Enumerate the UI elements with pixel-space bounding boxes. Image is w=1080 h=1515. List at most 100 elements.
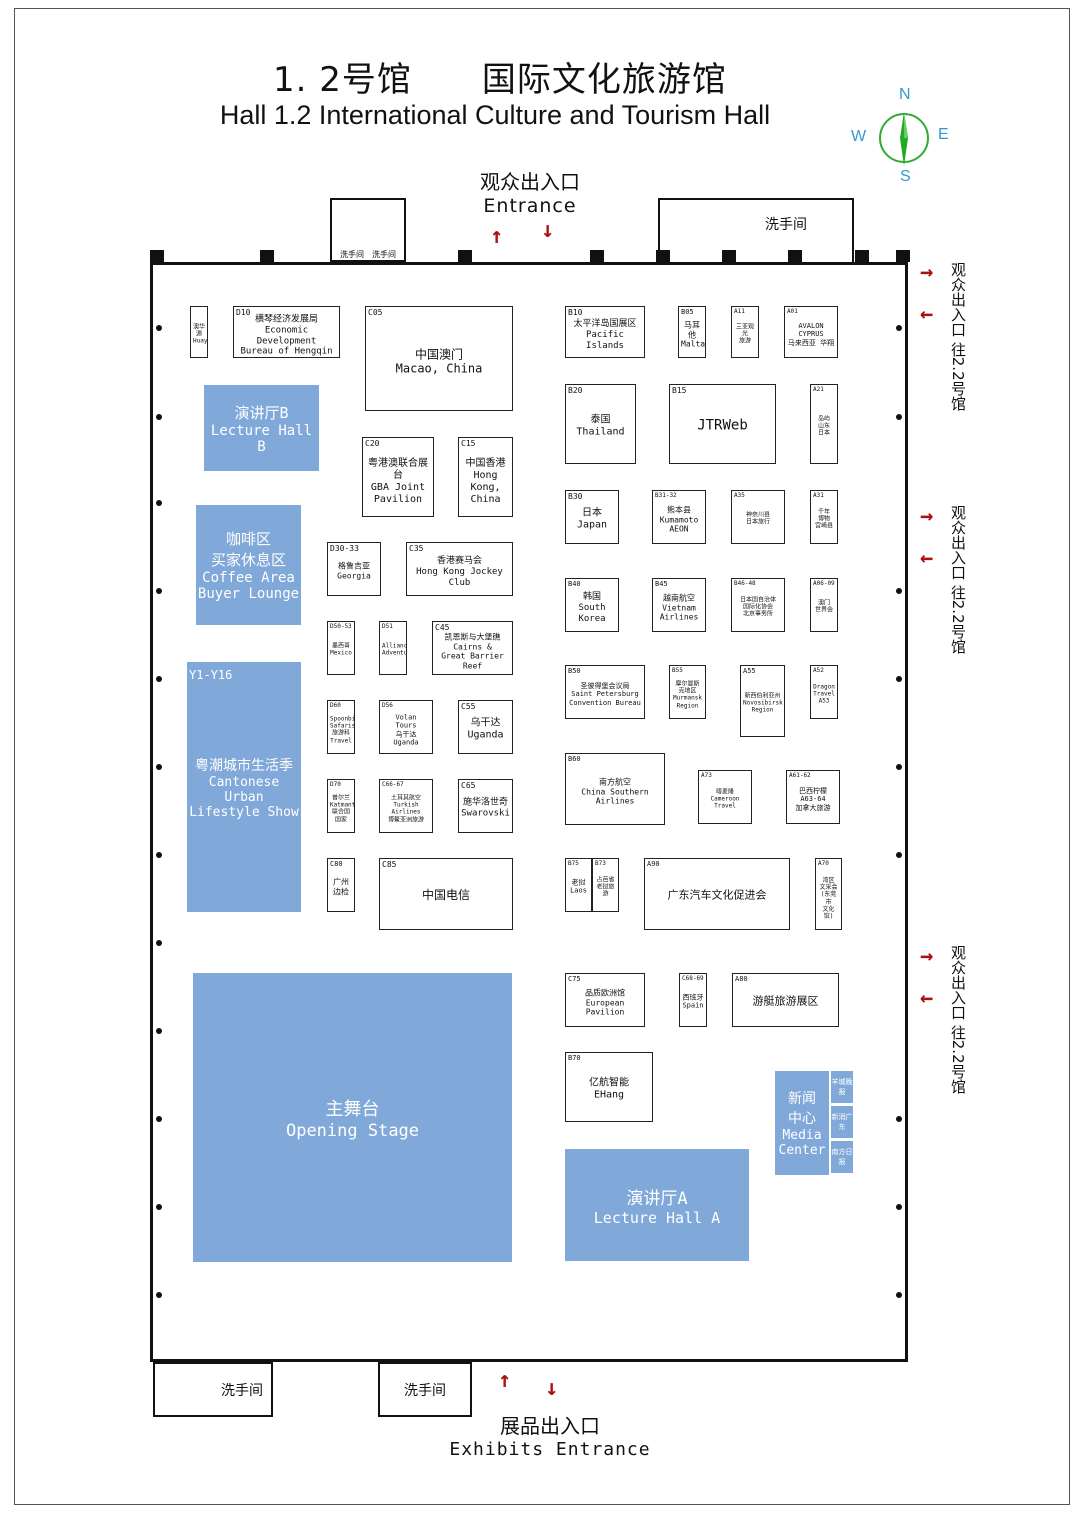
booth-name: 亿航智能 EHang — [589, 1077, 629, 1101]
restroom-bottom-left: 洗手间 — [153, 1362, 273, 1417]
lecture-hall-b[interactable]: 演讲厅B Lecture Hall B — [204, 385, 319, 471]
booth-name: 凯恩斯与大堡礁 Cairns & Great Barrier Reef — [441, 632, 504, 671]
booth-code: A90 — [647, 860, 660, 868]
column-dot — [896, 1204, 902, 1210]
media-center-zh: 新闻 中心 — [788, 1091, 816, 1127]
booth-code: A70 — [818, 860, 829, 867]
booth-b60[interactable]: B60 南方航空 China Southern Airlines — [565, 753, 665, 825]
booth-name: 游艇旅游展区 — [752, 994, 819, 1008]
booth-name: 三亚观光 旅游 — [735, 323, 754, 345]
booth-name: 品质欧洲馆 European Pavilion — [585, 988, 625, 1017]
column-dot — [896, 325, 902, 331]
media-center[interactable]: 新闻 中心 Media Center — [775, 1071, 829, 1175]
page-title-zh: 1. 2号馆 国际文化旅游馆 — [273, 60, 727, 100]
coffee-area[interactable]: 咖啡区 买家休息区 Coffee Area Buyer Lounge — [196, 505, 301, 625]
booth-code: A31 — [813, 492, 824, 499]
side-entrance-label-2[interactable]: 观众出入口 往2.2号馆 — [949, 505, 967, 654]
booth-name: 马耳他 Malta — [681, 320, 706, 349]
booth-name: 千年 博物 宫崎县 — [814, 508, 833, 530]
booth-code: D60 — [330, 702, 341, 709]
pillar — [855, 250, 869, 262]
lecture-hall-a-zh: 演讲厅A — [626, 1188, 688, 1209]
booth-a31[interactable]: A31 千年 博物 宫崎县 — [810, 490, 838, 544]
booth-code: C75 — [568, 975, 581, 983]
booth-d00[interactable]: 澳华源 Huayuan — [190, 306, 208, 358]
bottom-entrance-label[interactable]: 展品出入口 Exhibits Entrance — [440, 1410, 660, 1460]
cantonese-urban-lifestyle[interactable]: Y1-Y16 粤潮城市生活季 Cantonese Urban Lifestyle… — [187, 662, 301, 912]
booth-name: 南方航空 China Southern Airlines — [581, 777, 649, 806]
restroom-top-left-label-a: 洗手间 — [340, 250, 364, 259]
booth-name: 土耳其航空 Turkish Airlines 博鳌亚洲旅游 — [387, 794, 424, 824]
booth-code: C68-69 — [682, 975, 704, 982]
opening-stage[interactable]: 主舞台 Opening Stage — [193, 973, 512, 1262]
booth-d51[interactable]: D51Alliance Adventures — [379, 621, 407, 675]
booth-code: B60 — [568, 755, 581, 763]
column-dot — [156, 500, 162, 506]
pillar — [656, 250, 670, 262]
lecture-hall-a[interactable]: 演讲厅A Lecture Hall A — [565, 1149, 749, 1261]
booth-code: B15 — [672, 386, 687, 395]
booth-d60[interactable]: D60Spoonbill Safaris 旅游科 Travel — [327, 700, 355, 754]
booth-code: C20 — [365, 439, 380, 448]
top-entrance-label[interactable]: 观众出入口 Entrance — [440, 166, 620, 217]
booth-c75[interactable]: C75 品质欧洲馆 European Pavilion — [565, 973, 645, 1027]
side-entrance-label-1[interactable]: 观众出入口 往2.2号馆 — [949, 262, 967, 411]
booth-code: B75 — [568, 860, 579, 867]
booth-name: Volan Tours 乌干达 Uganda — [393, 713, 419, 747]
arrow-up-icon: ↑ — [498, 1368, 512, 1393]
booth-c65[interactable]: C65 施华洛世奇 Swarovski — [458, 779, 513, 833]
booth-name: 施华洛世奇 Swarovski — [461, 797, 510, 819]
media-side-1[interactable]: 羊城晚报 — [831, 1071, 853, 1103]
booth-name: 岛屿 山东 日本 — [817, 415, 830, 437]
media-side-3[interactable]: 南方日报 — [831, 1141, 853, 1173]
booth-code: C65 — [461, 781, 476, 790]
lecture-hall-a-en: Lecture Hall A — [593, 1208, 721, 1227]
booth-name: AVALON CYPRUS 马来西亚 华翔 — [787, 321, 835, 347]
media-side-2[interactable]: 新消广东 — [831, 1106, 853, 1138]
side-entrance-label-3[interactable]: 观众出入口 往2.2号馆 — [949, 945, 967, 1094]
column-dot — [156, 1292, 162, 1298]
arrow-right-icon: → — [920, 504, 934, 529]
